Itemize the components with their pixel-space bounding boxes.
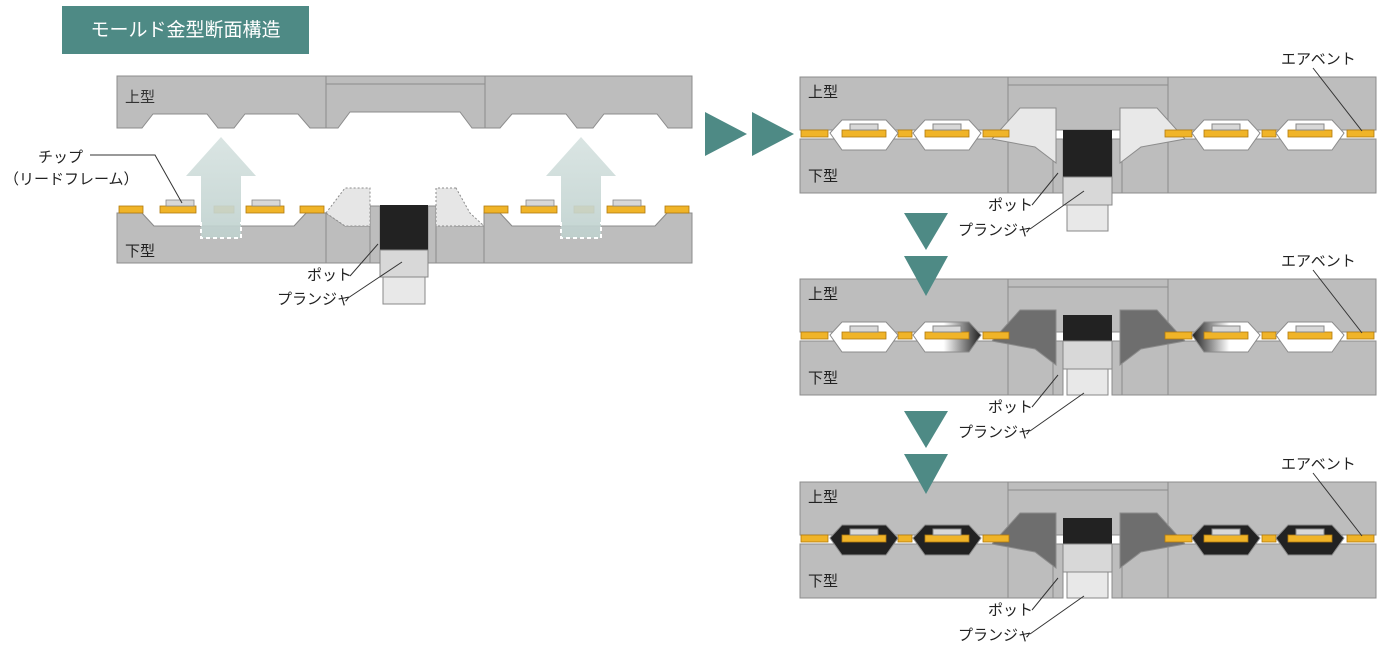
lower-mold-label: 下型 <box>125 242 155 260</box>
chip <box>849 325 879 333</box>
plunger-label: プランジャ <box>277 290 351 308</box>
runner-left <box>991 512 1057 570</box>
lower-mold-label: 下型 <box>808 572 838 590</box>
chips-open <box>165 199 642 207</box>
air-vent-label: エアベント <box>1281 50 1356 68</box>
upper-mold-label: 上型 <box>808 83 838 101</box>
process-arrow-down-2 <box>904 411 948 494</box>
runner-left <box>991 107 1057 165</box>
chip <box>932 325 962 333</box>
chip <box>1295 123 1325 131</box>
diagram-title: モールド金型断面構造 <box>62 6 309 54</box>
chip <box>1211 325 1241 333</box>
chip <box>932 528 962 536</box>
upper-mold-label: 上型 <box>808 488 838 506</box>
pot-label: ポット <box>988 601 1033 619</box>
runner-right <box>1119 309 1186 367</box>
chip <box>849 528 879 536</box>
air-vent-label: エアベント <box>1281 455 1356 473</box>
pot-label: ポット <box>988 398 1033 416</box>
chip <box>1295 528 1325 536</box>
chip <box>932 123 962 131</box>
upper-mold-label: 上型 <box>808 285 838 303</box>
runner-right <box>1119 107 1186 165</box>
chip <box>1211 528 1241 536</box>
upper-mold-open <box>116 75 693 129</box>
plunger-label: プランジャ <box>958 626 1032 644</box>
pot-label: ポット <box>307 266 352 284</box>
runner-left <box>991 309 1057 367</box>
chip <box>849 123 879 131</box>
chip <box>1295 325 1325 333</box>
plunger-open <box>379 249 429 278</box>
lead-frame-label: （リードフレーム） <box>4 170 139 188</box>
pot-resin <box>1063 315 1112 341</box>
plunger <box>1062 340 1113 370</box>
pot-resin <box>1063 518 1112 544</box>
runner-right <box>1119 512 1186 570</box>
plunger <box>1062 543 1113 573</box>
open-arrow-right <box>546 137 616 239</box>
lower-mold-label: 下型 <box>808 167 838 185</box>
upper-mold-label: 上型 <box>125 88 155 106</box>
process-arrow-right <box>705 112 794 156</box>
chip-label: チップ <box>38 148 83 166</box>
resin-tablet <box>380 205 428 250</box>
chip <box>1211 123 1241 131</box>
open-mold-section: 上型 下型 チップ （リードフレーム） ポット プランジャ <box>4 75 693 308</box>
process-arrow-down-1 <box>904 213 948 296</box>
pot-resin <box>1063 130 1112 185</box>
plunger-label: プランジャ <box>958 423 1032 441</box>
pot-label: ポット <box>988 196 1033 214</box>
lower-mold-label: 下型 <box>808 369 838 387</box>
plunger-label: プランジャ <box>958 221 1032 239</box>
air-vent-label: エアベント <box>1281 252 1356 270</box>
open-arrow-left <box>186 137 256 239</box>
